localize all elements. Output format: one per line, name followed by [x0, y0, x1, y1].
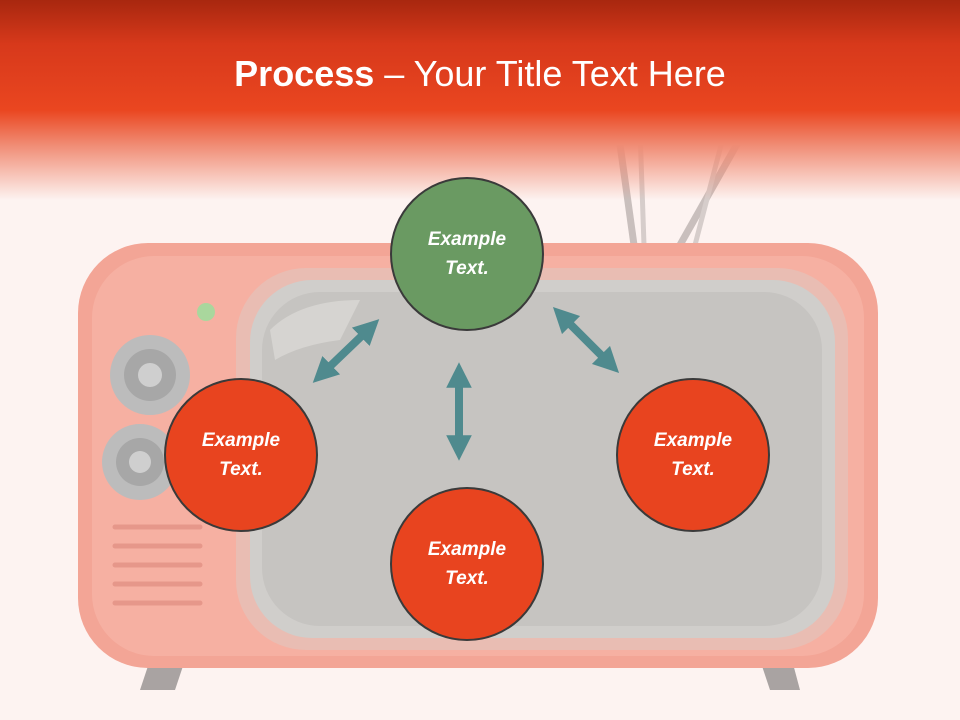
- node-top: Example Text.: [390, 177, 544, 331]
- node-bottom-line2: Text.: [445, 568, 489, 589]
- arrow-top-left: [312, 319, 380, 383]
- title-bar: [0, 0, 960, 200]
- node-bottom-line1: Example: [427, 539, 507, 560]
- node-right: Example Text.: [616, 378, 770, 532]
- node-right-line1: Example: [653, 430, 733, 451]
- node-bottom: Example Text.: [390, 487, 544, 641]
- node-right-line2: Text.: [671, 459, 715, 480]
- power-light: [197, 303, 215, 321]
- arrow-top-right: [552, 306, 620, 374]
- title-rest: Your Title Text Here: [413, 53, 726, 94]
- node-left-line1: Example: [201, 430, 281, 451]
- slide-title: Process – Your Title Text Here: [0, 52, 960, 96]
- node-left: Example Text.: [164, 378, 318, 532]
- speaker-grille: [112, 524, 203, 606]
- title-dash: –: [374, 53, 414, 94]
- node-left-line2: Text.: [219, 459, 263, 480]
- tv-knobs: [102, 335, 190, 500]
- node-top-line2: Text.: [445, 258, 489, 279]
- title-bold: Process: [234, 53, 375, 94]
- node-top-line1: Example: [427, 229, 507, 250]
